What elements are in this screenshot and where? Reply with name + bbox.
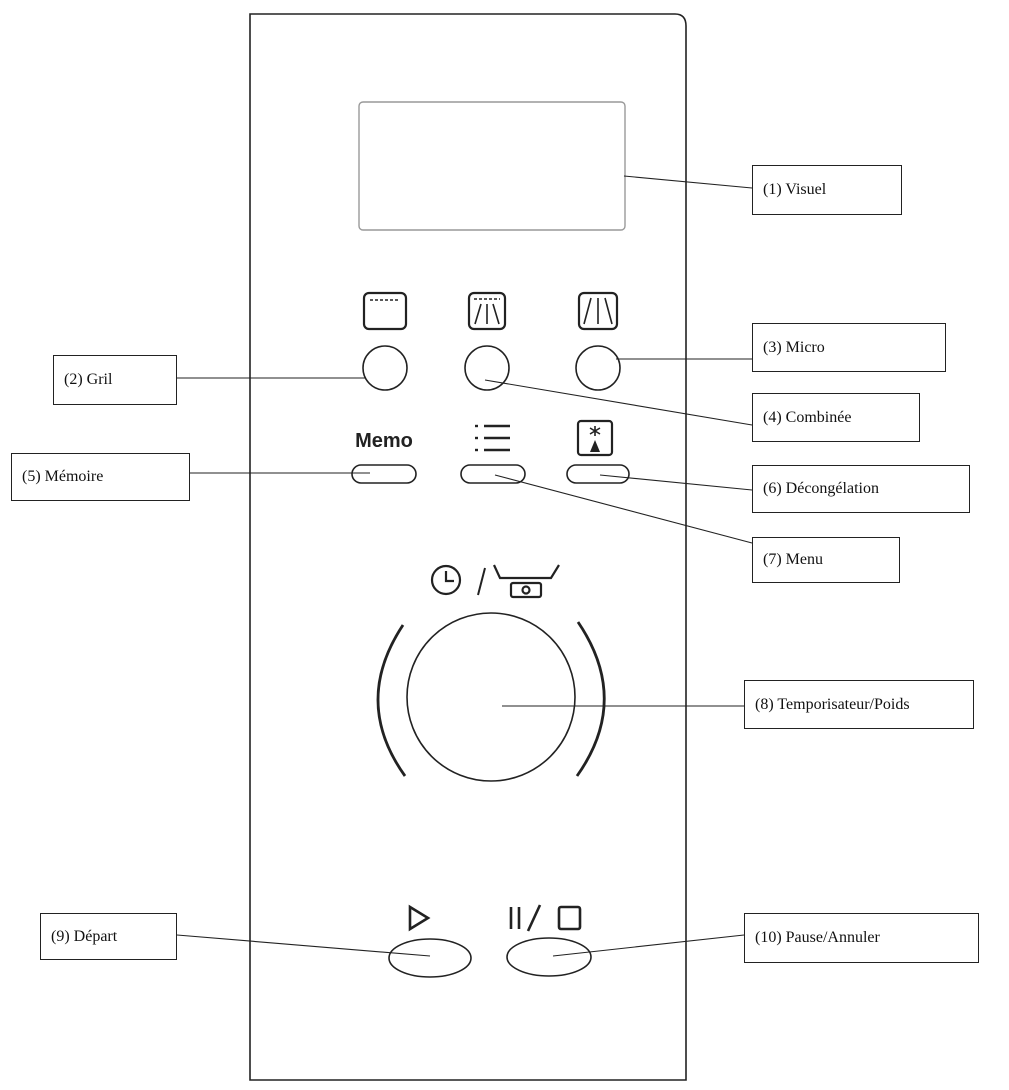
icon-separator xyxy=(477,567,486,596)
start-button[interactable] xyxy=(388,938,472,978)
microwave-icon xyxy=(577,291,619,331)
callout-combination: (4) Combinée xyxy=(752,393,920,442)
callout-microwave-label: (3) Micro xyxy=(763,338,825,356)
pause-stop-icon xyxy=(509,904,582,932)
dial-arc-right xyxy=(575,621,606,777)
callout-start: (9) Départ xyxy=(40,913,177,960)
callout-menu-label: (7) Menu xyxy=(763,551,823,568)
menu-list-icon xyxy=(475,424,510,452)
callout-start-label: (9) Départ xyxy=(51,927,118,945)
callout-defrost-label: (6) Décongélation xyxy=(763,480,879,497)
timer-weight-dial[interactable] xyxy=(406,612,576,782)
clock-icon xyxy=(430,564,462,596)
combination-icon xyxy=(467,291,507,331)
combination-button[interactable] xyxy=(464,345,510,391)
defrost-icon xyxy=(576,419,614,457)
microwave-button[interactable] xyxy=(575,345,621,391)
memory-button[interactable] xyxy=(351,464,417,484)
callout-pause-cancel: (10) Pause/Annuler xyxy=(744,913,979,963)
menu-button[interactable] xyxy=(460,464,526,484)
grill-button[interactable] xyxy=(362,345,408,391)
weight-scale-icon xyxy=(493,564,560,599)
grill-icon xyxy=(362,291,408,331)
display-window xyxy=(358,101,626,231)
panel-outline xyxy=(249,13,687,1081)
callout-microwave: (3) Micro xyxy=(752,323,946,372)
callout-pause-cancel-label: (10) Pause/Annuler xyxy=(755,929,880,946)
memo-label: Memo xyxy=(355,430,413,452)
callout-defrost: (6) Décongélation xyxy=(752,465,970,513)
callout-menu: (7) Menu xyxy=(752,537,900,583)
callout-combination-label: (4) Combinée xyxy=(763,408,852,426)
callout-memory-label: (5) Mémoire xyxy=(22,468,104,485)
callout-grill-label: (2) Gril xyxy=(64,371,113,388)
dial-arc-left xyxy=(376,624,407,777)
start-play-icon xyxy=(408,904,431,932)
callout-timer-weight: (8) Temporisateur/Poids xyxy=(744,680,974,729)
leader-lines xyxy=(176,175,753,957)
callout-timer-weight-label: (8) Temporisateur/Poids xyxy=(755,695,910,713)
callout-grill: (2) Gril xyxy=(53,355,177,405)
callout-display-label: (1) Visuel xyxy=(763,181,827,198)
defrost-button[interactable] xyxy=(566,464,630,484)
callout-memory: (5) Mémoire xyxy=(11,453,190,501)
pause-cancel-button[interactable] xyxy=(506,937,592,977)
callout-display: (1) Visuel xyxy=(752,165,902,215)
